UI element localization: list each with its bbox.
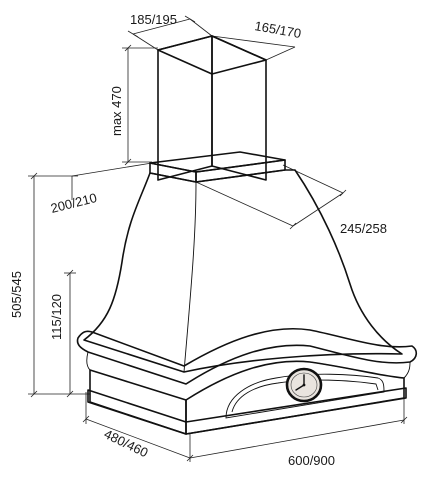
hood-base xyxy=(87,360,407,435)
chimney-side-face xyxy=(211,35,267,181)
base-side xyxy=(185,360,405,435)
hood-body-shell xyxy=(83,169,403,373)
chimney xyxy=(157,35,267,181)
label-chimney-height: max 470 xyxy=(109,86,124,136)
label-hood-width: 600/900 xyxy=(288,453,335,468)
label-total-height: 505/545 xyxy=(9,271,24,318)
base-ledge xyxy=(87,387,407,435)
hood-rim xyxy=(76,327,418,401)
chimney-top-face xyxy=(157,35,267,75)
label-collar-depth: 200/210 xyxy=(49,190,98,216)
rim-upper xyxy=(76,327,418,385)
dimension-ticks xyxy=(30,44,408,462)
label-chimney-depth: 165/170 xyxy=(253,18,302,41)
clock-icon xyxy=(285,367,323,403)
dimension-lines xyxy=(28,15,408,462)
decorative-arch-panel xyxy=(225,373,385,419)
label-collar-width: 245/258 xyxy=(340,221,387,236)
hood-body xyxy=(83,169,403,373)
label-chimney-width: 185/195 xyxy=(130,12,177,27)
label-hood-depth: 480/460 xyxy=(102,426,151,460)
label-base-height: 115/120 xyxy=(49,294,64,340)
